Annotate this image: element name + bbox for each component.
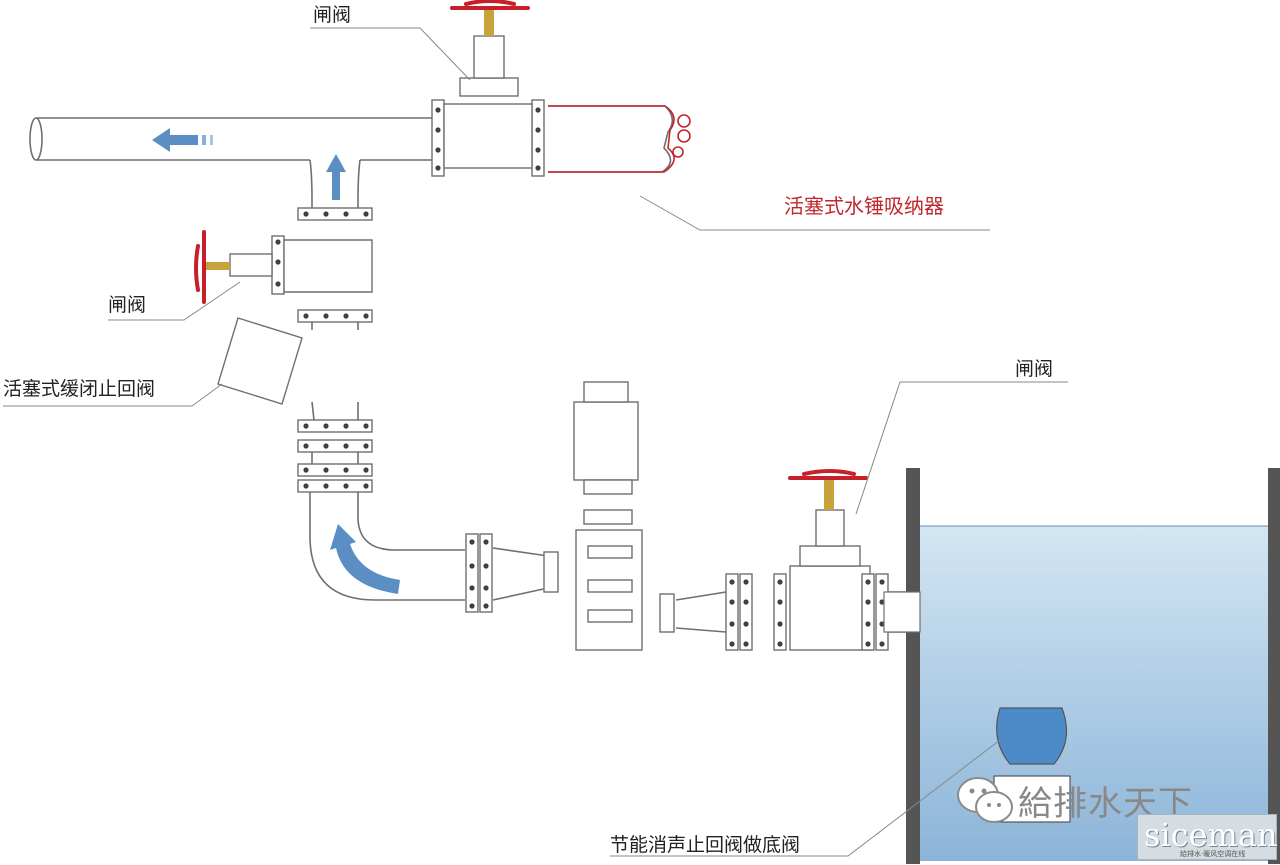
lower-elbow (309, 492, 465, 601)
hammer-absorber (548, 105, 990, 231)
handwheel-left (194, 230, 206, 304)
label-gate-valve-right: 闸阀 (1015, 358, 1054, 380)
flow-arrows (152, 128, 400, 594)
watermark-brand-text: siceman (1144, 816, 1278, 854)
check-valve-body (217, 317, 303, 405)
discharge-pipe (36, 117, 438, 161)
label-gate-valve-left: 闸阀 (108, 294, 147, 316)
handwheel-top (450, 0, 530, 10)
pump-motor (573, 401, 639, 481)
label-water-hammer-absorber: 活塞式水锤吸纳器 (784, 194, 944, 218)
pipe-open-end (29, 117, 43, 161)
watermark-brand-logo: siceman 給排水·暖风空调在线 (1137, 814, 1278, 860)
tee-branch (309, 159, 361, 210)
watermark-brand-subtitle: 給排水·暖风空调在线 (1180, 850, 1246, 858)
label-slow-closing-check-valve: 活塞式缓闭止回阀 (3, 378, 156, 400)
wechat-icon (957, 777, 1013, 823)
handwheel-right (788, 469, 868, 480)
label-gate-valve-top: 闸阀 (313, 4, 352, 26)
label-foot-valve: 节能消声止回阀做底阀 (610, 834, 801, 856)
flange-bolts (275, 107, 885, 647)
